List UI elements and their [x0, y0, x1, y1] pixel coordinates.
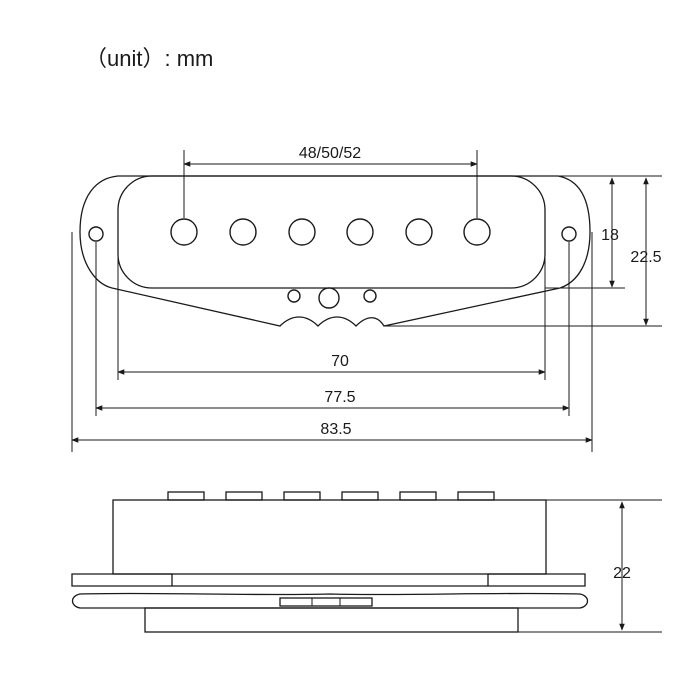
base-hole-center [318, 287, 340, 309]
pole-top-5 [399, 491, 437, 501]
unit-label: （unit）: mm [85, 46, 213, 71]
mounting-hole-right [561, 226, 577, 242]
pickup-side-view [71, 491, 589, 633]
baseplate-outline [79, 175, 591, 327]
pole-top-1 [167, 491, 205, 501]
base-hole-right [363, 289, 377, 303]
baseplate-center-tab [279, 597, 373, 607]
overall-length-label: 83.5 [320, 421, 351, 438]
cover-height-label: 18 [601, 227, 619, 244]
pole-top-3 [283, 491, 321, 501]
right-mounting-tab [487, 573, 586, 587]
pole-top-4 [341, 491, 379, 501]
pole-top-6 [457, 491, 495, 501]
cover-body-side [112, 499, 547, 575]
left-mounting-tab [71, 573, 173, 587]
dimension-arrows [71, 161, 649, 443]
pickup-top-view [79, 175, 591, 327]
baseplate-side [71, 592, 589, 609]
overall-width-label: 22.5 [630, 249, 661, 266]
pole-piece-1 [170, 218, 198, 246]
pole-piece-4 [346, 218, 374, 246]
mounting-hole-left [88, 226, 104, 242]
bobbin-bottom [144, 607, 519, 633]
pole-top-2 [225, 491, 263, 501]
pole-piece-2 [229, 218, 257, 246]
base-hole-left [287, 289, 301, 303]
mount-hole-spacing-label: 77.5 [324, 389, 355, 406]
extension-lines [71, 150, 662, 452]
pole-piece-5 [405, 218, 433, 246]
cover-length-label: 70 [331, 353, 349, 370]
pole-piece-6 [463, 218, 491, 246]
pole-piece-3 [288, 218, 316, 246]
pole-spacing-label: 48/50/52 [299, 145, 361, 162]
side-height-label: 22 [613, 565, 631, 582]
